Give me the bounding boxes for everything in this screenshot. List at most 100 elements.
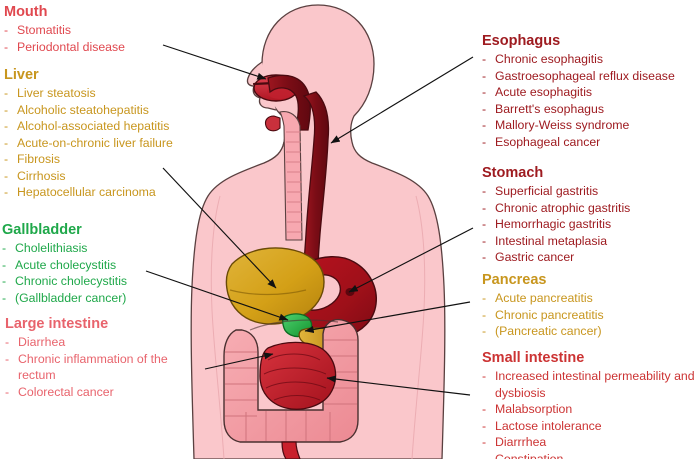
- list-item: -Acute-on-chronic liver failure: [4, 135, 173, 152]
- list-item-label: Chronic esophagitis: [495, 52, 604, 67]
- list-item-label: Chronic atrophic gastritis: [495, 200, 631, 215]
- list-item-label: Acute cholecystitis: [15, 257, 117, 272]
- list-item: -Acute esophagitis: [482, 84, 675, 101]
- list-item: -Constipation: [482, 451, 696, 459]
- list-item: -Lactose intolerance: [482, 418, 696, 435]
- list-item-label: Diarrhea: [18, 335, 66, 350]
- list-item: -Mallory-Weiss syndrome: [482, 117, 675, 134]
- list-item: -(Pancreatic cancer): [482, 323, 604, 340]
- list-item-label: Fibrosis: [17, 152, 61, 167]
- list-item: -Chronic cholecystitis: [2, 273, 127, 290]
- section-pancreas-list: -Acute pancreatitis -Chronic pancreatiti…: [482, 290, 604, 340]
- list-item-label: Chronic cholecystitis: [15, 274, 128, 289]
- bullet-dash: -: [2, 241, 7, 256]
- list-item: -Barrett's esophagus: [482, 101, 675, 118]
- bullet-dash: -: [482, 369, 487, 384]
- bullet-dash: -: [482, 217, 487, 232]
- trachea-organ: [264, 111, 303, 241]
- bullet-dash: -: [5, 384, 10, 399]
- list-item-label: Stomatitis: [17, 23, 71, 38]
- section-small-intestine: Small intestine -Increased intestinal pe…: [482, 350, 696, 459]
- list-item-label: Alcohol-associated hepatitis: [17, 119, 170, 134]
- section-large-intestine: Large intestine -Diarrhea -Chronic infla…: [5, 316, 168, 400]
- section-esophagus: Esophagus -Chronic esophagitis -Gastroes…: [482, 33, 675, 150]
- list-item-label: Intestinal metaplasia: [495, 233, 608, 248]
- list-item: -Chronic inflammation of the: [5, 351, 168, 368]
- list-item: -Diarrhea: [5, 334, 168, 351]
- bullet-dash: -: [5, 335, 10, 350]
- section-liver: Liver -Liver steatosis -Alcoholic steato…: [4, 67, 173, 201]
- list-item-label: Diarrrhea: [495, 435, 547, 450]
- small-intestine-organ: [259, 341, 337, 410]
- bullet-dash: -: [2, 257, 7, 272]
- list-item: -Stomatitis: [4, 22, 125, 39]
- section-small-intestine-list: -Increased intestinal permeability and d…: [482, 368, 696, 459]
- bullet-dash: -: [5, 351, 10, 366]
- list-item-label: Gastric cancer: [495, 250, 575, 265]
- list-item-label: (Gallbladder cancer): [15, 290, 127, 305]
- list-item: -Fibrosis: [4, 151, 173, 168]
- list-item-label: Alcoholic steatohepatitis: [17, 102, 149, 117]
- list-item-label: Chronic inflammation of the: [18, 351, 168, 366]
- bullet-dash: -: [482, 307, 487, 322]
- rectum-organ: [281, 441, 301, 459]
- bullet-dash: -: [4, 168, 9, 183]
- list-item: -(Gallbladder cancer): [2, 290, 127, 307]
- list-item: -Gastroesophageal reflux disease: [482, 68, 675, 85]
- list-item-label: Chronic pancreatitis: [495, 307, 604, 322]
- section-gallbladder-heading: Gallbladder: [2, 222, 82, 238]
- list-item: -Hepatocellular carcinoma: [4, 184, 173, 201]
- bullet-dash: -: [4, 23, 9, 38]
- bullet-dash: -: [482, 451, 487, 459]
- bullet-dash: -: [482, 402, 487, 417]
- section-large-intestine-list: -Diarrhea -Chronic inflammation of the r…: [5, 334, 168, 400]
- list-item-label: Malabsorption: [495, 402, 573, 417]
- bullet-dash: -: [4, 135, 9, 150]
- bullet-dash: -: [482, 101, 487, 116]
- section-small-intestine-heading: Small intestine: [482, 350, 585, 366]
- list-item: -Acute pancreatitis: [482, 290, 604, 307]
- bullet-dash: -: [482, 435, 487, 450]
- list-item-label: Esophageal cancer: [495, 134, 601, 149]
- bullet-dash: -: [482, 418, 487, 433]
- bullet-dash: -: [4, 86, 9, 101]
- list-item: -Increased intestinal permeability and d…: [482, 368, 696, 401]
- list-item: -Liver steatosis: [4, 85, 173, 102]
- bullet-dash: -: [482, 52, 487, 67]
- bullet-dash: -: [4, 102, 9, 117]
- section-pancreas: Pancreas -Acute pancreatitis -Chronic pa…: [482, 272, 604, 340]
- bullet-dash: -: [482, 184, 487, 199]
- list-item-label: Gastroesophageal reflux disease: [495, 68, 675, 83]
- list-item: -Gastric cancer: [482, 249, 630, 266]
- bullet-dash: -: [482, 85, 487, 100]
- bullet-dash: -: [4, 185, 9, 200]
- list-item-continuation: rectum: [5, 367, 168, 384]
- list-item-label: Cholelithiasis: [15, 241, 88, 256]
- list-item-label: Acute esophagitis: [495, 85, 593, 100]
- bullet-dash: -: [2, 274, 7, 289]
- list-item: -Hemorrhagic gastritis: [482, 216, 630, 233]
- list-item-label: Cirrhosis: [17, 168, 66, 183]
- list-item-label: Lactose intolerance: [495, 418, 602, 433]
- section-liver-list: -Liver steatosis -Alcoholic steatohepati…: [4, 85, 173, 201]
- anatomy-illustration: [190, 0, 520, 459]
- section-large-intestine-heading: Large intestine: [5, 316, 109, 332]
- list-item-label: (Pancreatic cancer): [495, 324, 602, 339]
- list-item-label: Barrett's esophagus: [495, 101, 604, 116]
- bullet-dash: -: [482, 200, 487, 215]
- list-item-label: Acute-on-chronic liver failure: [17, 135, 173, 150]
- list-item: -Malabsorption: [482, 401, 696, 418]
- list-item: -Alcoholic steatohepatitis: [4, 102, 173, 119]
- section-gallbladder: Gallbladder -Cholelithiasis -Acute chole…: [2, 222, 127, 306]
- section-liver-heading: Liver: [4, 67, 39, 83]
- section-esophagus-heading: Esophagus: [482, 33, 561, 49]
- section-stomach: Stomach -Superficial gastritis -Chronic …: [482, 165, 630, 266]
- list-item: -Acute cholecystitis: [2, 257, 127, 274]
- list-item-label: Colorectal cancer: [18, 384, 114, 399]
- list-item-label: rectum: [18, 368, 56, 383]
- list-item-label: Hemorrhagic gastritis: [495, 217, 612, 232]
- bullet-dash: -: [482, 291, 487, 306]
- list-item-label: Acute pancreatitis: [495, 291, 593, 306]
- section-mouth-heading: Mouth: [4, 4, 48, 20]
- list-item-label: Liver steatosis: [17, 86, 96, 101]
